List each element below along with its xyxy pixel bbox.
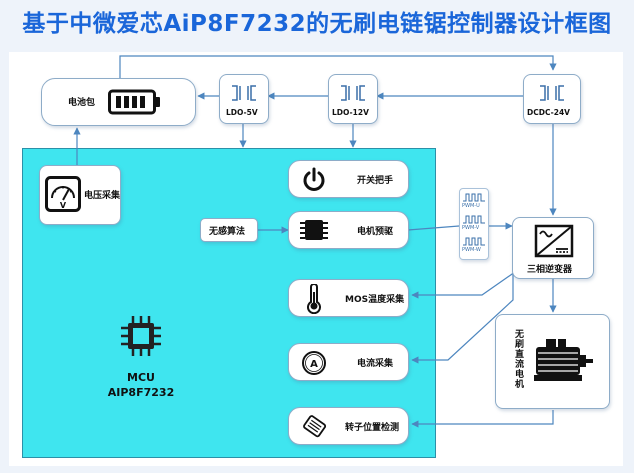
three-phase-inverter-block: 三相逆变器	[512, 217, 594, 279]
pwm-v-label: PWM-V	[462, 225, 480, 231]
bldc-motor-block: 无刷直流电机	[495, 314, 610, 409]
switch-handle-block: 开关把手	[288, 160, 409, 198]
ammeter-icon: A	[302, 351, 326, 375]
ldo-5v-label: LDO-5V	[226, 108, 258, 117]
regulator-icon	[232, 85, 256, 101]
dcdc-24v-block: DCDC-24V	[523, 74, 581, 124]
position-sensor-icon	[303, 415, 327, 438]
current-sampling-label: 电流采集	[357, 359, 394, 369]
motor-predriver-label: 电机预驱	[357, 227, 394, 237]
battery-icon	[108, 89, 160, 115]
battery-pack-label: 电池包	[68, 98, 96, 108]
mos-temperature-block: MOS温度采集	[288, 279, 409, 317]
regulator-icon	[540, 85, 564, 101]
power-icon	[303, 167, 325, 191]
pwm-u-label: PWM-U	[462, 203, 480, 209]
rotor-position-block: 转子位置检测	[288, 407, 409, 445]
chip-icon	[300, 220, 328, 240]
sensorless-algorithm-label: 无感算法	[209, 227, 246, 237]
battery-pack-block: 电池包	[41, 78, 196, 126]
voltage-sampling-block: V 电压采集	[39, 165, 121, 225]
thermometer-icon	[307, 284, 321, 314]
svg-text:A: A	[310, 359, 318, 370]
regulator-icon	[341, 85, 365, 101]
motor-predriver-block: 电机预驱	[288, 211, 409, 249]
mos-temperature-label: MOS温度采集	[345, 295, 405, 305]
diagram-title: 基于中微爱芯AiP8F7232的无刷电链锯控制器设计框图	[22, 11, 612, 37]
gauge-icon: V	[45, 176, 81, 212]
ldo-5v-block: LDO-5V	[219, 74, 269, 124]
motor-icon	[534, 339, 593, 381]
rotor-position-label: 转子位置检测	[345, 423, 400, 433]
mcu-label: MCU AIP8F7232	[106, 370, 176, 400]
mcu-name: MCU	[127, 371, 155, 384]
three-phase-inverter-label: 三相逆变器	[527, 265, 573, 275]
voltage-sampling-label: 电压采集	[84, 191, 121, 201]
inverter-icon	[534, 224, 574, 258]
dcdc-24v-label: DCDC-24V	[527, 108, 570, 117]
mcu-chip-icon	[121, 316, 161, 356]
pwm-signals-block: PWM-U PWM-V PWM-W	[459, 188, 489, 260]
pwm-waveform-icon	[463, 193, 485, 246]
current-sampling-block: A 电流采集	[288, 343, 409, 381]
sensorless-algorithm-block: 无感算法	[200, 218, 258, 242]
ldo-12v-label: LDO-12V	[332, 108, 369, 117]
bldc-motor-label: 无刷直流电机	[513, 329, 523, 389]
svg-text:V: V	[60, 201, 67, 210]
switch-handle-label: 开关把手	[357, 176, 394, 186]
pwm-w-label: PWM-W	[462, 247, 481, 253]
ldo-12v-block: LDO-12V	[328, 74, 378, 124]
mcu-part-number: AIP8F7232	[107, 386, 175, 399]
